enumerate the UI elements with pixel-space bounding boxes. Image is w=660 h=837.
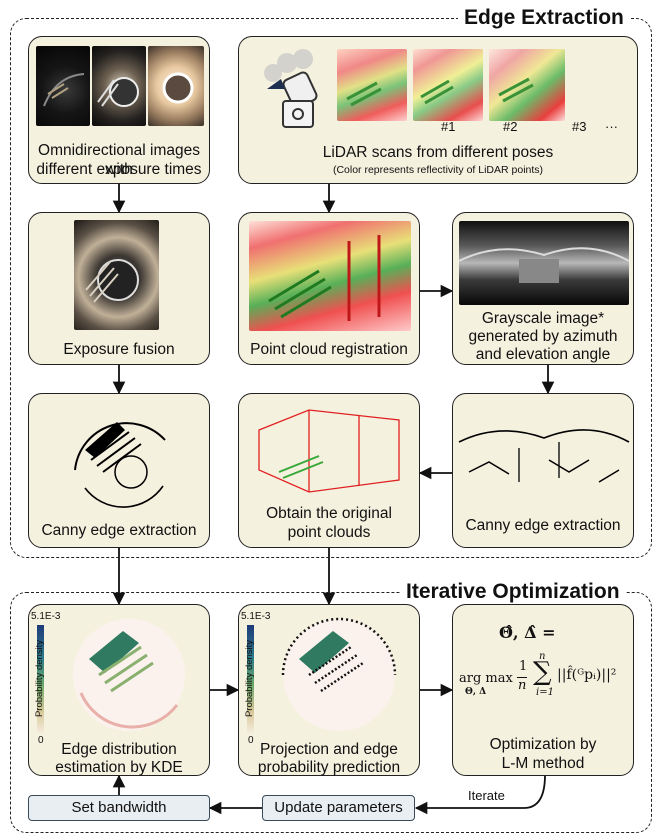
- optimization-box: Θ̂, Δ̂ = arg max Θ, Δ 1 n n ∑ i=1 ||f̂(ᴳ…: [452, 604, 634, 776]
- projection-caption-line2: probability prediction: [257, 759, 401, 776]
- projection-box: 5.1E-3 0 Probability density Projection …: [238, 604, 420, 776]
- iterative-optimization-section: [10, 592, 652, 833]
- iterate-label: Iterate: [468, 788, 505, 803]
- equation-sum-bot: i=1: [536, 687, 554, 698]
- kde-caption-line1: Edge distribution: [61, 741, 177, 758]
- set-bandwidth-box: Set bandwidth: [28, 795, 210, 821]
- kde-caption-line2: estimation by KDE: [55, 759, 183, 776]
- canny-edges-panorama: [458, 429, 630, 483]
- grayscale-caption-line3: and elevation angle: [475, 346, 611, 363]
- omni-caption-line1: Omnidirectional images with: [38, 142, 200, 178]
- equation-sum-top: n: [539, 651, 546, 662]
- equation-lhs: Θ̂, Δ̂ =: [499, 623, 556, 642]
- iterative-optimization-title: Iterative Optimization: [400, 580, 626, 604]
- canny-left-caption: Canny edge extraction: [41, 522, 197, 539]
- canny-left-box: Canny edge extraction: [28, 393, 210, 548]
- optimization-caption-line2: L-M method: [501, 755, 585, 772]
- kde-box: 5.1E-3 0 Probability density Edge distri…: [28, 604, 210, 776]
- canny-right-caption: Canny edge extraction: [465, 517, 621, 534]
- registration-caption: Point cloud registration: [250, 341, 408, 358]
- exposure-fusion-box: Exposure fusion: [28, 212, 210, 365]
- registered-cloud-image: [249, 221, 411, 331]
- exposure-image-1: [36, 46, 90, 126]
- projection-caption-line1: Projection and edge: [260, 741, 398, 758]
- equation-argmax: arg max: [459, 671, 513, 686]
- arrow-optimization-to-update: [414, 774, 546, 815]
- equation-frac-line: [517, 677, 527, 678]
- kde-colorbar-label: Probability density: [34, 639, 46, 718]
- kde-colorbar-top: 5.1E-3: [31, 611, 61, 622]
- grayscale-caption-line2: generated by azimuth: [468, 328, 618, 345]
- kde-colorbar: [37, 625, 44, 733]
- projection-colorbar-label: Probability density: [244, 639, 256, 718]
- projection-colorbar-top: 5.1E-3: [241, 611, 271, 622]
- update-parameters-box: Update parameters: [262, 795, 415, 821]
- canny-edges-fisheye: [74, 422, 166, 508]
- exposure-image-2: [92, 46, 146, 126]
- exposure-image-3: [148, 46, 204, 126]
- obtain-caption-line2: point clouds: [287, 524, 371, 541]
- fused-image: [74, 220, 159, 330]
- obtain-caption-line1: Obtain the original: [266, 505, 392, 522]
- omni-images-box: Omnidirectional images with different ex…: [28, 36, 210, 184]
- grayscale-panorama: [459, 221, 629, 305]
- obtain-point-clouds-box: Obtain the original point clouds: [238, 393, 420, 548]
- lidar-scans-box: #1 #2 #3 ··· LiDAR scans from different …: [238, 36, 638, 184]
- kde-colorbar-bottom: 0: [38, 735, 44, 746]
- omni-caption-line2: different exposure times: [36, 161, 202, 178]
- grayscale-caption-line1: Grayscale image*: [481, 310, 605, 327]
- point-cloud-registration-box: Point cloud registration: [238, 212, 420, 365]
- grayscale-image-box: Grayscale image* generated by azimuth an…: [452, 212, 634, 365]
- optimization-caption-line1: Optimization by: [489, 736, 597, 753]
- edge-extraction-section: [10, 18, 652, 558]
- lidar-caption-line2: (Color represents reflectivity of LiDAR …: [332, 164, 544, 176]
- lidar-sensor-icon: [264, 49, 318, 128]
- projection-colorbar: [247, 625, 254, 733]
- canny-right-box: Canny edge extraction: [452, 393, 634, 548]
- scan-label-more: ···: [605, 119, 618, 134]
- exposure-fusion-caption: Exposure fusion: [63, 341, 175, 358]
- kde-heatmap: [73, 619, 185, 731]
- equation-sum-symbol: ∑: [533, 657, 552, 687]
- lidar-scan-2: [413, 49, 483, 121]
- lidar-caption-line1: LiDAR scans from different poses: [322, 144, 554, 161]
- edge-extraction-title: Edge Extraction: [458, 6, 630, 30]
- equation-argmax-sub: Θ, Δ: [465, 687, 487, 697]
- equation-body: ||f̂(ᴳpᵢ)||²: [557, 667, 617, 683]
- equation-frac-top: 1: [519, 659, 528, 674]
- projection-heatmap: [281, 617, 397, 731]
- scan-label-2: #2: [503, 119, 518, 134]
- lidar-scan-1: [337, 49, 407, 121]
- projection-colorbar-bottom: 0: [248, 735, 254, 746]
- lidar-scan-3: [489, 49, 565, 121]
- scan-label-1: #1: [441, 119, 456, 134]
- scan-label-3: #3: [572, 119, 587, 134]
- equation-frac-bot: n: [518, 678, 527, 693]
- edge-point-cloud: [258, 409, 400, 493]
